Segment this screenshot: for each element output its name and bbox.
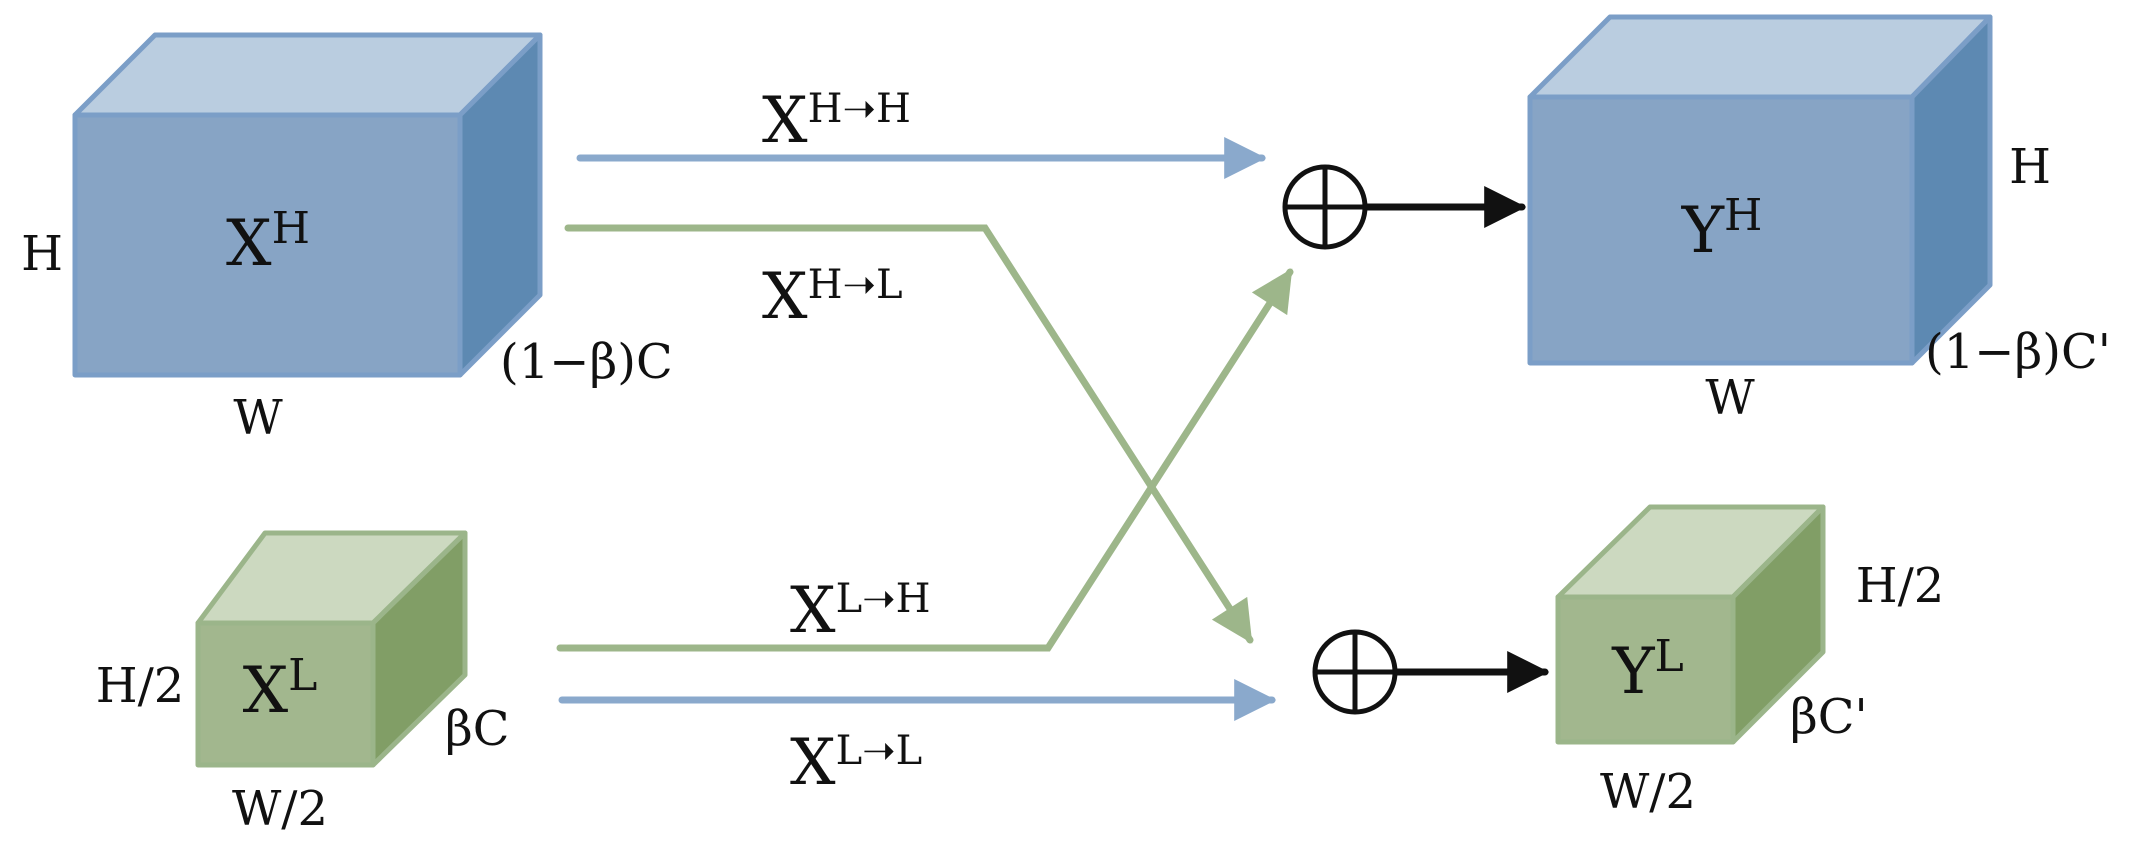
yl-depth-label: βC' <box>1790 689 1868 745</box>
yh-block: YH H W (1−β)C' <box>1527 14 2111 426</box>
arrow-l-to-h <box>556 268 1294 652</box>
xh-block: XH H W (1−β)C <box>21 32 673 446</box>
xl-depth-label: βC <box>445 701 509 757</box>
yl-width-label: W/2 <box>1600 764 1696 820</box>
xl-height-label: H/2 <box>96 658 185 714</box>
xh-block-front <box>72 112 463 378</box>
xh-width-label: W <box>233 390 283 446</box>
label-l-to-h: XL➝H <box>790 574 931 648</box>
yl-block-front <box>1555 594 1736 745</box>
xh-block-label: XH <box>226 203 310 281</box>
label-h-to-h: XH➝H <box>762 84 911 158</box>
yh-width-label: W <box>1705 370 1755 426</box>
yh-height-label: H <box>2009 139 2051 195</box>
yl-block-label: YL <box>1611 631 1683 709</box>
arrow-h-to-l <box>564 224 1254 644</box>
xl-width-label: W/2 <box>232 781 328 837</box>
yh-block-label: YH <box>1681 190 1763 268</box>
sum-node-low <box>1312 629 1398 715</box>
xh-height-label: H <box>21 226 63 282</box>
sum-node-high <box>1282 164 1368 250</box>
yl-block: YL H/2 W/2 βC' <box>1555 504 1945 820</box>
yh-depth-label: (1−β)C' <box>1925 324 2111 380</box>
yl-height-label: H/2 <box>1856 558 1945 614</box>
xh-depth-label: (1−β)C <box>500 334 673 390</box>
label-l-to-l: XL➝L <box>790 726 922 800</box>
xl-block-label: XL <box>243 650 318 728</box>
yh-block-front <box>1527 94 1915 366</box>
xl-block: XL H/2 W/2 βC <box>96 530 509 837</box>
xl-block-front <box>195 620 376 768</box>
label-h-to-l: XH➝L <box>762 260 903 334</box>
